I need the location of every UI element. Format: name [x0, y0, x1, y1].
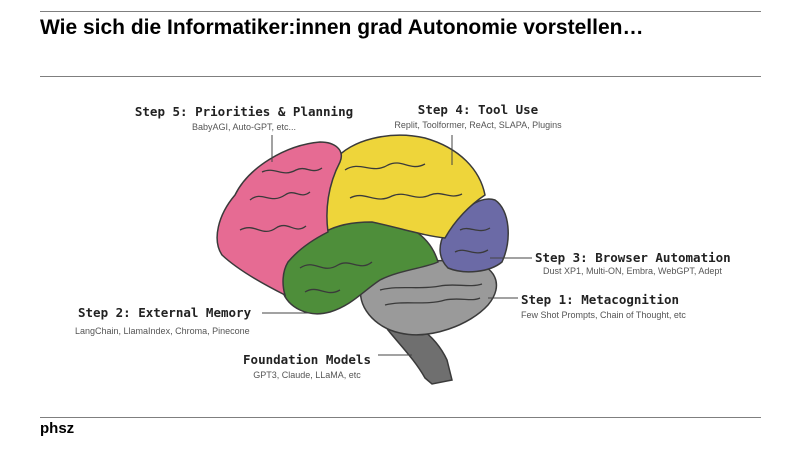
- step1-examples: Few Shot Prompts, Chain of Thought, etc: [521, 310, 686, 320]
- brain-folds: [239, 162, 491, 306]
- step5-examples: BabyAGI, Auto-GPT, etc...: [191, 122, 297, 132]
- step2-examples: LangChain, LlamaIndex, Chroma, Pinecone: [75, 326, 250, 336]
- slide-title: Wie sich die Informatiker:innen grad Aut…: [40, 16, 644, 39]
- top-rule-2: [40, 76, 761, 77]
- step2-label: Step 2: External Memory: [78, 305, 252, 320]
- top-rule-1: [40, 11, 761, 12]
- foundation-examples: GPT3, Claude, LLaMA, etc: [253, 370, 361, 380]
- step3-examples: Dust XP1, Multi-ON, Embra, WebGPT, Adept: [543, 266, 722, 276]
- leader-lines: [262, 135, 532, 356]
- bottom-rule: [40, 417, 761, 418]
- priorities-planning-region: [216, 141, 342, 297]
- step1-label: Step 1: Metacognition: [521, 292, 680, 307]
- footer-logo-text: phsz: [40, 420, 75, 437]
- brainstem: [386, 327, 453, 385]
- step5-label: Step 5: Priorities & Planning: [134, 104, 354, 119]
- foundation-label: Foundation Models: [243, 352, 371, 367]
- step4-label: Step 4: Tool Use: [417, 102, 539, 117]
- step3-label: Step 3: Browser Automation: [535, 250, 731, 265]
- step4-examples: Replit, Toolformer, ReAct, SLAPA, Plugin…: [394, 120, 562, 130]
